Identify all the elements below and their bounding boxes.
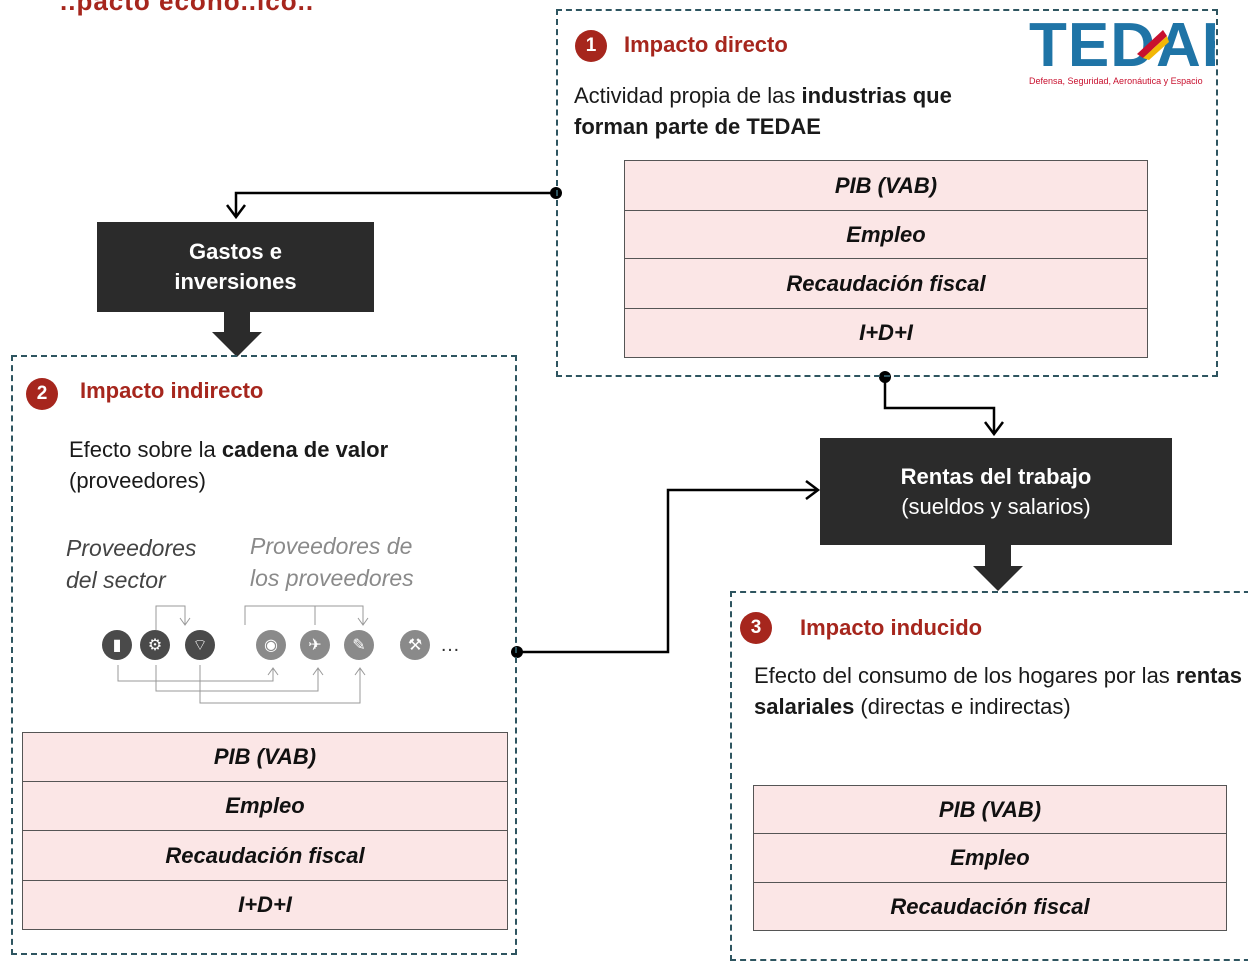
satellite-dish-icon: ⌔ [185,630,215,660]
induced-metric-tax: Recaudación fiscal [890,893,1090,919]
labour-income-subtitle: (sueldos y salarios) [901,493,1091,519]
direct-metric-employment: Empleo [625,211,1147,259]
suppliers-of-suppliers-label: Proveedores de los proveedores [250,530,414,594]
induced-number-badge: 3 [740,612,772,644]
expenses-line1: Gastos e [189,239,282,264]
induced-desc-prefix: Efecto del consumo de los hogares por la… [754,663,1176,688]
direct-metric-rdi: I+D+I [859,320,913,345]
helmet-icon: ◉ [256,630,286,660]
induced-impact-title: Impacto inducido [800,615,983,640]
labour-income-box: Rentas del trabajo (sueldos y salarios) [820,438,1172,545]
logo-flag-icon [1137,30,1169,60]
expenses-line2: inversiones [174,269,297,294]
connector-direct-to-expenses [234,191,556,215]
arrowhead-labour [984,421,1004,437]
induced-desc-bold: rentas salariales [754,663,1242,719]
supply-chain-ellipsis: … [440,634,460,656]
indirect-number-badge: 2 [26,378,58,410]
suppliers-of-suppliers-line2: los proveedores [250,565,414,591]
direct-number-badge: 1 [575,30,607,62]
arrowhead-labour-side [805,480,821,500]
direct-metric-tax: Recaudación fiscal [625,259,1147,309]
indirect-desc-prefix: Efecto sobre la [69,437,222,462]
tedae-logo: TEDAE Defensa, Seguridad, Aeronáutica y … [1025,18,1215,90]
induced-metric-employment: Empleo [754,834,1226,883]
page-title-fragment: ..pacto econó..ico.. [60,0,315,16]
indirect-desc-suffix: (proveedores) [69,468,206,493]
indirect-description: Efecto sobre la cadena de valor (proveed… [69,434,509,496]
induced-metrics-table: PIB (VAB) Empleo Recaudación fiscal [753,785,1227,931]
wrench-pipe-icon: ⚒ [400,630,430,660]
direct-desc-bold: industrias que forman parte de TEDAE [574,83,952,139]
connector-direct-to-labour [883,377,996,433]
direct-metric-gdp: PIB (VAB) [625,161,1147,211]
arrowhead-expenses [226,204,246,220]
direct-desc-prefix: Actividad propia de las [574,83,802,108]
indirect-metrics-table: PIB (VAB) Empleo Recaudación fiscal I+D+… [22,732,508,930]
suppliers-sector-label: Proveedores del sector [66,532,196,596]
logo-text: TEDAE [1029,18,1215,80]
direct-impact-title: Impacto directo [624,32,788,57]
labour-income-title: Rentas del trabajo [900,463,1092,489]
direct-impact-box [556,9,1218,377]
indirect-metric-tax: Recaudación fiscal [23,831,507,881]
gears-icon: ⚙ [140,630,170,660]
suppliers-of-suppliers-line1: Proveedores de [250,533,413,559]
indirect-desc-bold: cadena de valor [221,437,389,462]
suppliers-sector-line1: Proveedores [66,535,197,561]
expenses-box: Gastos e inversiones [97,222,374,312]
direct-metrics-table: PIB (VAB) Empleo Recaudación fiscal I+D+… [624,160,1148,358]
thick-arrow-expenses [212,312,262,357]
logo-tagline: Defensa, Seguridad, Aeronáutica y Espaci… [1029,76,1203,86]
thick-arrow-labour [973,545,1023,591]
indirect-impact-title: Impacto indirecto [80,378,264,403]
direct-description: Actividad propia de las industrias que f… [574,80,1014,142]
airplane-icon: ✈ [300,630,330,660]
suppliers-sector-line2: del sector [66,567,166,593]
tools-icon: ✎ [344,630,374,660]
indirect-metric-employment: Empleo [23,782,507,831]
induced-desc-suffix: (directas e indirectas) [854,694,1071,719]
induced-metric-gdp: PIB (VAB) [754,786,1226,834]
indirect-metric-rdi: I+D+I [238,892,292,917]
induced-description: Efecto del consumo de los hogares por la… [754,660,1242,722]
shopping-bag-icon: ▮ [102,630,132,660]
indirect-metric-gdp: PIB (VAB) [23,733,507,782]
